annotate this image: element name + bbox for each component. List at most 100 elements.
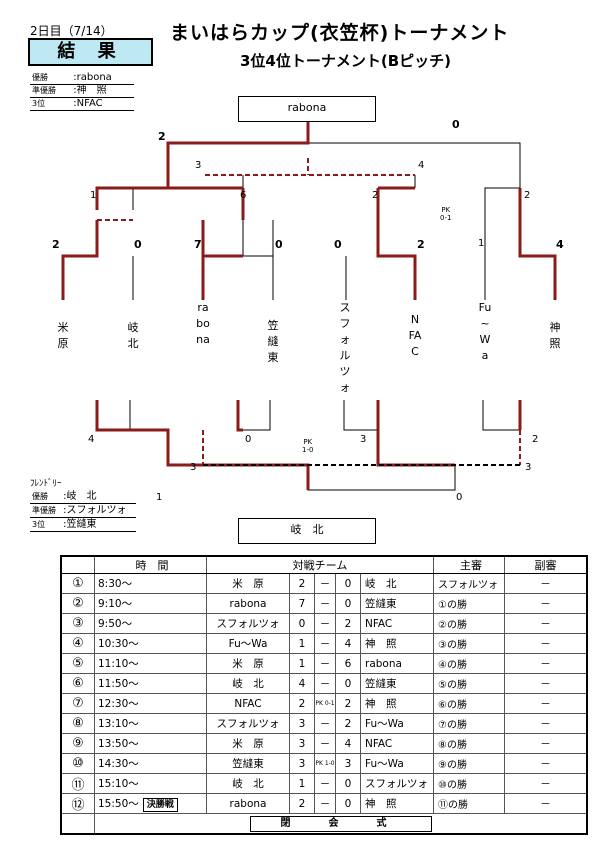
row-team2: 岐 北	[360, 573, 434, 594]
friendly-value-1: :岐 北	[61, 490, 136, 504]
row-score2: 0	[335, 593, 361, 614]
row-assistant: －	[504, 733, 587, 754]
row-time: 8:30～	[98, 578, 133, 590]
row-referee: ⑩の勝	[433, 773, 505, 794]
row-dash: －	[314, 773, 336, 794]
row-score2: 6	[335, 653, 361, 674]
result-label-1: 優勝	[30, 72, 72, 85]
row-number: ⑪	[60, 773, 95, 794]
row-number: ⑦	[60, 693, 95, 714]
team-6: NFAC	[408, 313, 422, 358]
row-score1: 1	[289, 633, 315, 654]
bscore-f1: 1	[156, 492, 163, 503]
row-score1: 3	[289, 713, 315, 734]
friendly-table: 優勝:岐 北 準優勝:スフォルツォ 3位:笠縫東	[30, 490, 136, 532]
row-team1: rabona	[206, 793, 290, 814]
bscore-s2: 3	[525, 462, 532, 473]
score-r1-7: 1	[478, 238, 485, 249]
row-team1: 米 原	[206, 733, 290, 754]
bscore-l4: 2	[532, 434, 539, 445]
row-team1: 米 原	[206, 573, 290, 594]
row-score1: 3	[289, 753, 315, 774]
row-team2: 神 照	[360, 633, 434, 654]
bscore-s1: 3	[190, 462, 197, 473]
row-assistant: －	[504, 753, 587, 774]
row-assistant: －	[504, 673, 587, 694]
result-value-3: :NFAC	[71, 97, 134, 111]
score-r1-4: 0	[275, 238, 283, 251]
row-number: ①	[60, 573, 95, 594]
row-referee: ⑨の勝	[433, 753, 505, 774]
row-score2: 2	[335, 713, 361, 734]
row-team2: Fu～Wa	[360, 713, 434, 734]
row-dash: －	[314, 793, 336, 814]
row-score2: 0	[335, 573, 361, 594]
team-2: 岐北	[127, 321, 139, 350]
row-referee: ⑦の勝	[433, 713, 505, 734]
closing-row: 閉 会 式	[60, 813, 587, 835]
row-dash: PK 1-0	[314, 753, 336, 774]
row-time: 11:10～	[98, 658, 139, 670]
row-team1: 笠縫東	[206, 753, 290, 774]
row-score1: 2	[289, 693, 315, 714]
row-dash: －	[314, 633, 336, 654]
closing-ceremony: 閉 会 式	[249, 815, 432, 832]
header-referee: 主審	[433, 556, 505, 574]
friendly-value-3: :笠縫東	[61, 517, 136, 532]
row-team2: NFAC	[360, 733, 434, 754]
result-label-3: 3位	[30, 97, 72, 111]
row-referee: ⑥の勝	[433, 693, 505, 714]
row-dash: －	[314, 733, 336, 754]
row-score2: 4	[335, 633, 361, 654]
bottom-winner-box: 岐 北	[238, 518, 376, 544]
day-label: 2日目（7/14）	[30, 24, 113, 38]
friendly-label-2: 準優勝	[30, 503, 62, 518]
score-final-left: 2	[158, 130, 166, 143]
friendly-value-2: :スフォルツォ	[61, 503, 136, 518]
row-dash: －	[314, 653, 336, 674]
schedule-header-row: 時 間 対戦チーム 主審 副審	[60, 556, 587, 574]
row-time: 15:50～	[98, 797, 139, 810]
row-referee: スフォルツォ	[433, 573, 505, 594]
row-time: 11:50～	[98, 678, 139, 690]
row-team2: 神 照	[360, 793, 434, 814]
row-team1: 米 原	[206, 653, 290, 674]
top-winner-box: rabona	[238, 96, 376, 122]
row-score1: 3	[289, 733, 315, 754]
row-number: ③	[60, 613, 95, 634]
score-qf1: 1	[90, 190, 97, 201]
row-score1: 0	[289, 613, 315, 634]
row-time: 12:30～	[98, 698, 139, 710]
row-team1: rabona	[206, 593, 290, 614]
score-semi-left: 3	[195, 160, 202, 171]
row-referee: ③の勝	[433, 633, 505, 654]
row-team2: NFAC	[360, 613, 434, 634]
row-score2: 0	[335, 793, 361, 814]
row-score1: 4	[289, 673, 315, 694]
row-score2: 0	[335, 773, 361, 794]
row-time: 9:10～	[98, 598, 133, 610]
result-label: 結 果	[28, 38, 153, 66]
row-dash: －	[314, 573, 336, 594]
row-number: ⑨	[60, 733, 95, 754]
row-time: 10:30～	[98, 638, 139, 650]
row-score1: 1	[289, 653, 315, 674]
row-team2: スフォルツォ	[360, 773, 434, 794]
row-score2: 2	[335, 693, 361, 714]
page-title: まいはらカップ(衣笠杯)トーナメント	[170, 22, 510, 44]
row-number: ⑧	[60, 713, 95, 734]
final-badge: 決勝戦	[142, 797, 178, 812]
team-4: 笠縫東	[267, 319, 279, 364]
row-number: ⑩	[60, 753, 95, 774]
row-assistant: －	[504, 633, 587, 654]
row-time: 15:10～	[98, 778, 139, 790]
row-referee: ⑧の勝	[433, 733, 505, 754]
